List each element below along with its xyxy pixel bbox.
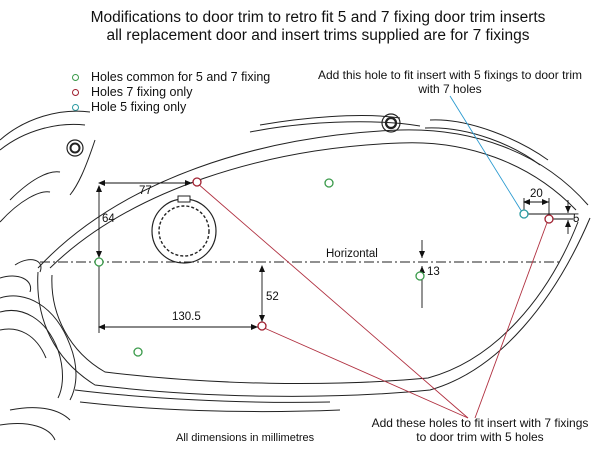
screw-boss-left: [66, 139, 84, 157]
dim-77-label: 77: [139, 185, 152, 197]
hole-seven-only: [192, 177, 202, 187]
dimension-lines: [96, 180, 575, 333]
top-annotation-line2: with 7 holes: [418, 82, 482, 96]
holes: [94, 177, 554, 357]
hole-seven-only: [257, 321, 267, 331]
legend-seven-marker: [72, 89, 79, 96]
screw-boss-top: [381, 113, 401, 133]
legend-common-marker: [72, 74, 79, 81]
bottom-annotation-line1: Add these holes to fit insert with 7 fix…: [371, 416, 589, 430]
legend-seven-label: Holes 7 fixing only: [91, 85, 193, 99]
leader-seven-hole-3: [474, 219, 549, 419]
legend-item-common: Holes common for 5 and 7 fixing: [72, 70, 270, 85]
bottom-annotation: Add these holes to fit insert with 7 fix…: [360, 416, 600, 444]
horizontal-label: Horizontal: [326, 248, 378, 260]
hole-seven-only: [544, 214, 554, 224]
hole-common: [133, 347, 143, 357]
diagram-title-line2: all replacement door and insert trims su…: [106, 27, 530, 44]
legend-five-label: Hole 5 fixing only: [91, 100, 187, 114]
legend: Holes common for 5 and 7 fixing Holes 7 …: [72, 70, 270, 115]
top-annotation-line1: Add this hole to fit insert with 5 fixin…: [317, 68, 583, 82]
dimensions-note: All dimensions in millimetres: [176, 432, 315, 444]
legend-item-seven: Holes 7 fixing only: [72, 85, 270, 100]
hole-common: [324, 178, 334, 188]
diagram-title-line1: Modifications to door trim to retro fit …: [90, 9, 546, 26]
hole-common: [415, 271, 425, 281]
dim-130-5-label: 130.5: [172, 311, 201, 323]
dim-20-label: 20: [530, 188, 543, 200]
leader-five-hole: [449, 95, 523, 213]
leader-lines: [196, 95, 549, 419]
leader-seven-hole-2: [261, 326, 469, 419]
dim-64-label: 64: [102, 213, 115, 225]
top-annotation: Add this hole to fit insert with 5 fixin…: [300, 68, 600, 96]
dim-5-label: 5: [573, 213, 579, 225]
bottom-annotation-line2: to door trim with 5 holes: [416, 430, 544, 444]
legend-item-five: Hole 5 fixing only: [72, 100, 270, 115]
hole-five-only: [519, 209, 529, 219]
leader-seven-hole-1: [196, 182, 469, 419]
dim-52-label: 52: [266, 291, 279, 303]
round-aperture: [151, 195, 217, 264]
hole-common: [94, 257, 104, 267]
dim-13-label: 13: [427, 266, 440, 278]
trim-outline: [0, 110, 591, 441]
legend-five-marker: [72, 104, 79, 111]
legend-common-label: Holes common for 5 and 7 fixing: [91, 70, 271, 84]
